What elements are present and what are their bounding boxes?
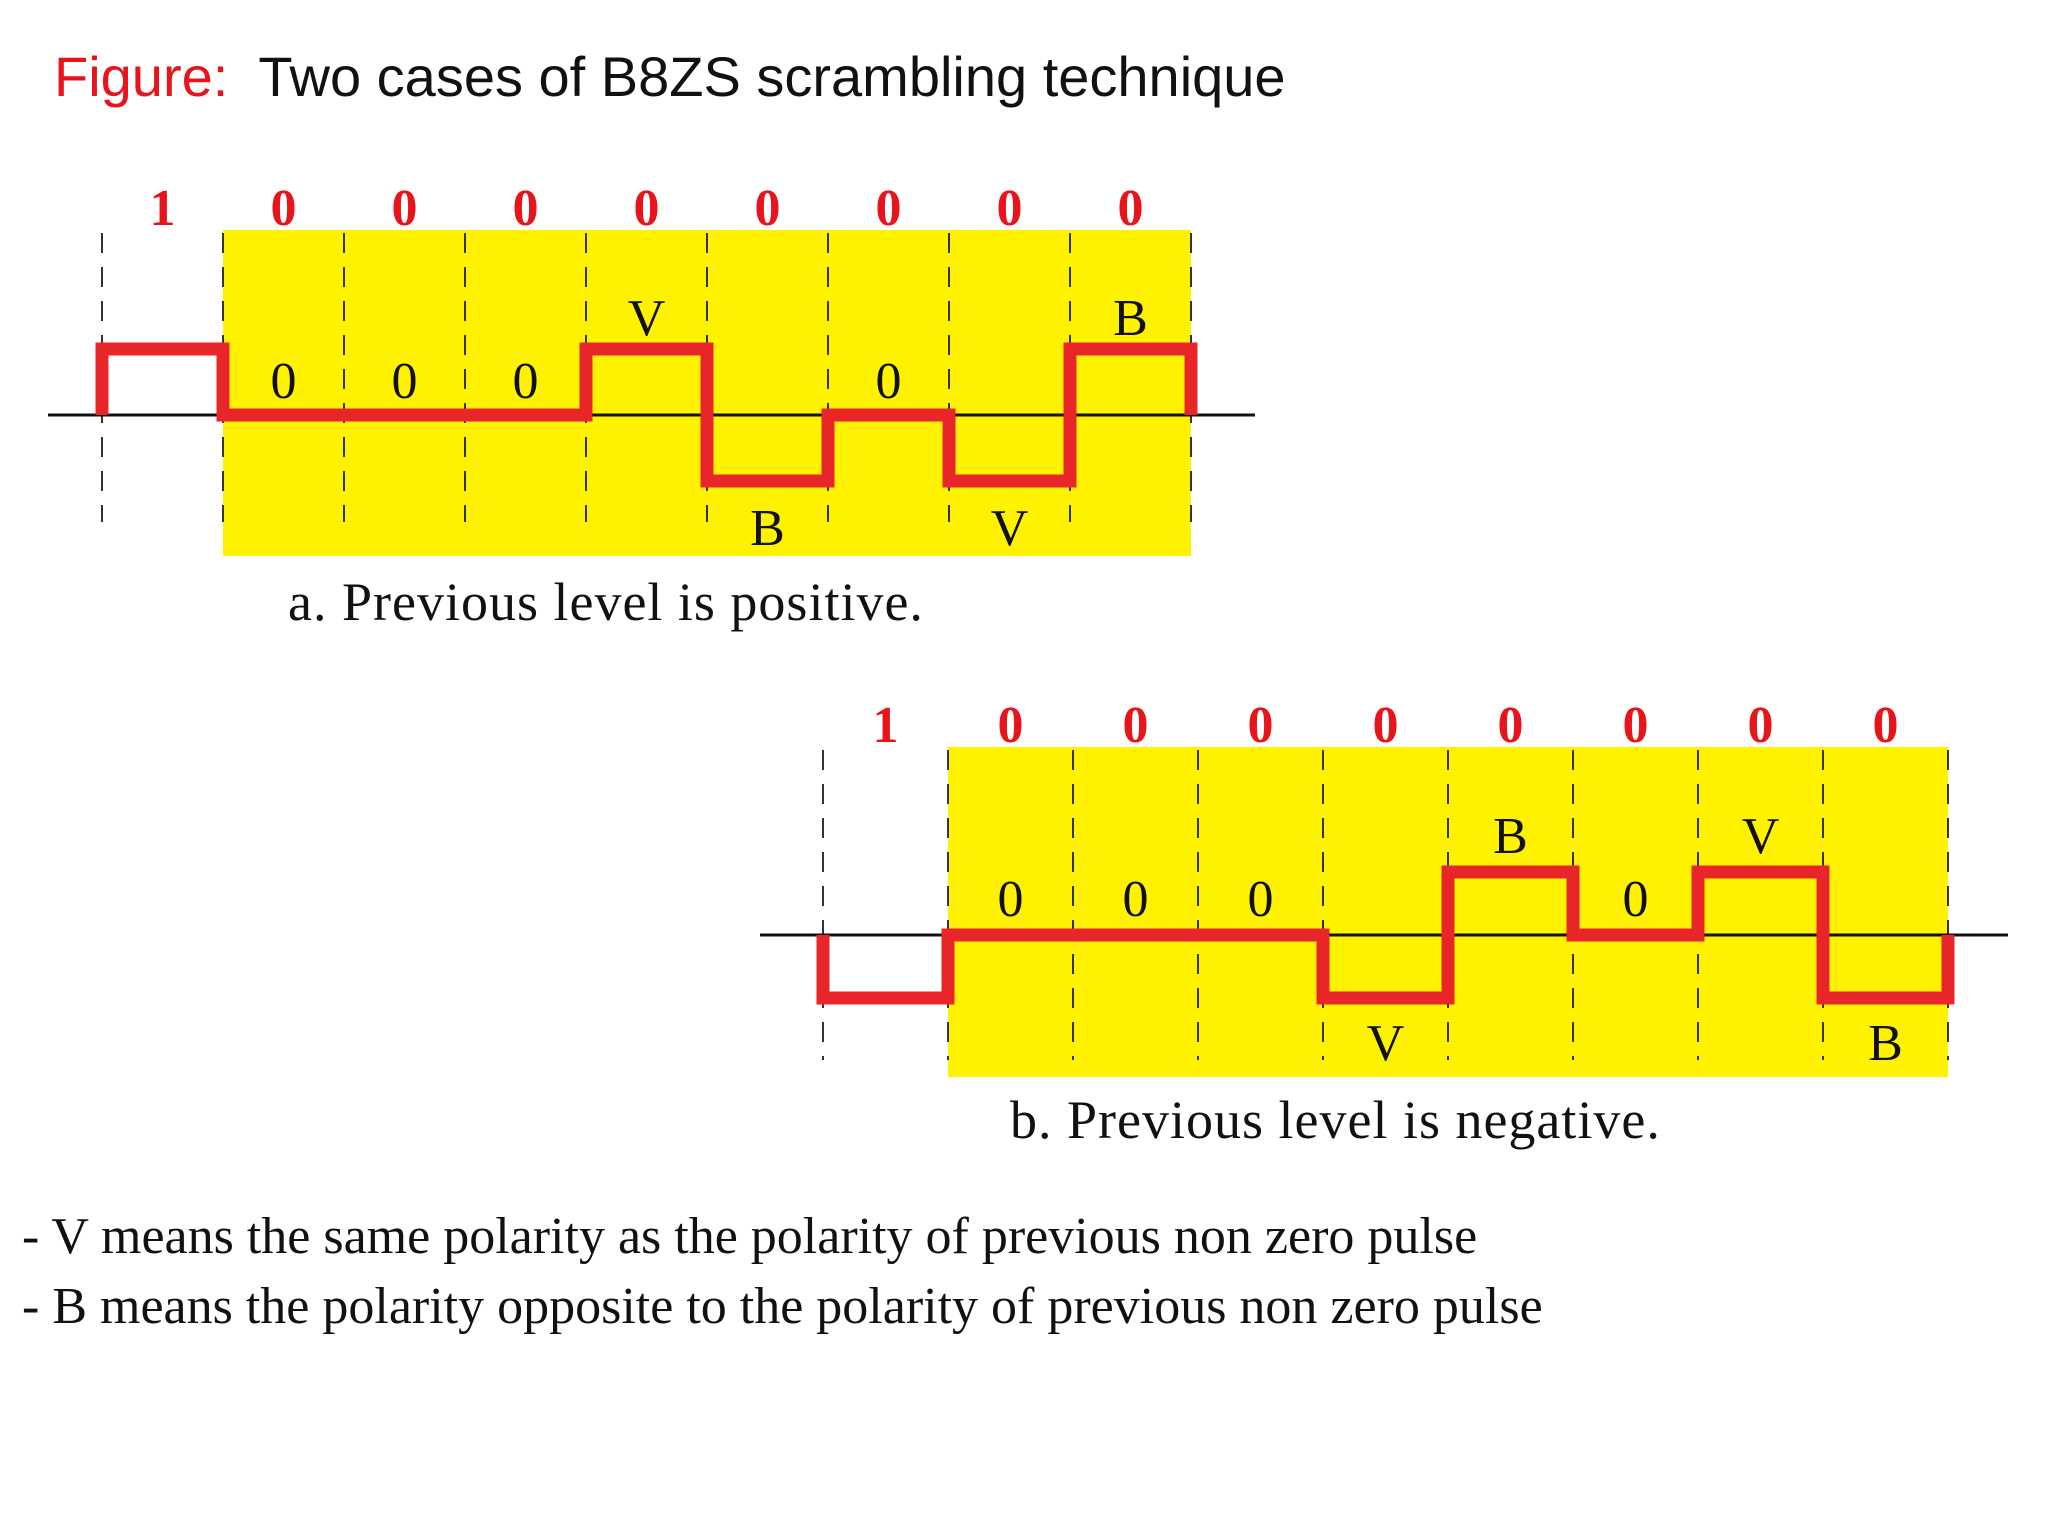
note-b-meaning: - B means the polarity opposite to the p… xyxy=(22,1278,1543,1335)
zero-level-label: 0 xyxy=(271,353,297,410)
bit-label: 0 xyxy=(271,180,297,237)
zero-level-label: 0 xyxy=(876,353,902,410)
bit-label: 0 xyxy=(876,180,902,237)
zero-level-label: 0 xyxy=(998,871,1024,928)
bipolar-label: B xyxy=(1868,1015,1903,1072)
bit-label: 0 xyxy=(998,697,1024,754)
bit-label: 1 xyxy=(150,180,176,237)
bit-label: 0 xyxy=(634,180,660,237)
bit-label: 0 xyxy=(513,180,539,237)
bipolar-label: B xyxy=(750,500,785,557)
bit-label: 0 xyxy=(1373,697,1399,754)
bit-label: 0 xyxy=(1623,697,1649,754)
bit-label: 0 xyxy=(1118,180,1144,237)
violation-label: V xyxy=(991,500,1029,557)
bit-label: 0 xyxy=(1873,697,1899,754)
diagram-caption: a. Previous level is positive. xyxy=(288,572,924,632)
signal-waveform xyxy=(816,865,1955,1005)
zero-level-label: 0 xyxy=(1623,871,1649,928)
legend-notes: - V means the same polarity as the polar… xyxy=(22,1202,1543,1342)
figure-title-prefix: Figure: xyxy=(54,45,229,108)
bit-label: 0 xyxy=(1248,697,1274,754)
violation-label: V xyxy=(1742,808,1780,865)
signal-waveform xyxy=(95,342,1198,488)
bit-label: 0 xyxy=(755,180,781,237)
bit-label: 0 xyxy=(1498,697,1524,754)
bit-label: 0 xyxy=(1748,697,1774,754)
violation-label: V xyxy=(628,290,666,347)
note-v-meaning: - V means the same polarity as the polar… xyxy=(22,1208,1478,1265)
bit-label: 0 xyxy=(392,180,418,237)
figure-title-text: Two cases of B8ZS scrambling technique xyxy=(258,45,1286,108)
zero-level-label: 0 xyxy=(513,353,539,410)
zero-level-label: 0 xyxy=(1248,871,1274,928)
bit-label: 0 xyxy=(1123,697,1149,754)
figure-title: Figure: Two cases of B8ZS scrambling tec… xyxy=(54,44,1286,109)
violation-label: V xyxy=(1367,1015,1405,1072)
bipolar-label: B xyxy=(1493,808,1528,865)
diagram-caption: b. Previous level is negative. xyxy=(1010,1090,1661,1150)
bipolar-label: B xyxy=(1113,290,1148,347)
bit-label: 0 xyxy=(997,180,1023,237)
zero-level-label: 0 xyxy=(1123,871,1149,928)
bit-label: 1 xyxy=(873,697,899,754)
zero-level-label: 0 xyxy=(392,353,418,410)
